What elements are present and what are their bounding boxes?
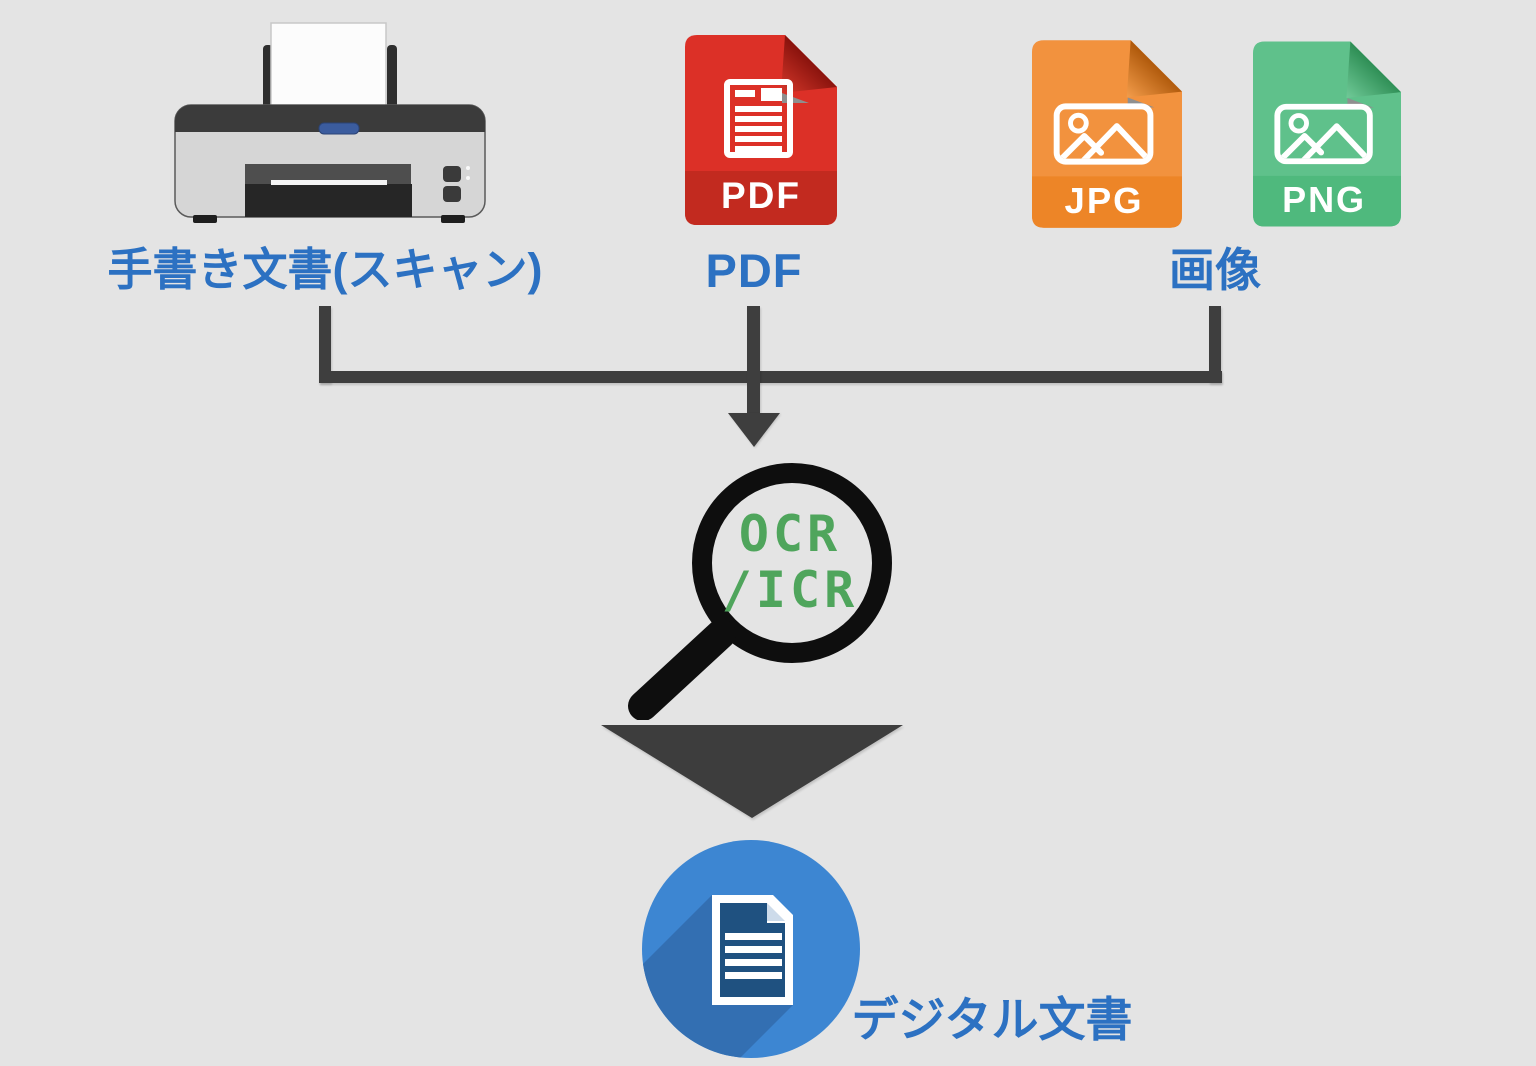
down-arrow-icon [728, 413, 780, 447]
png-badge-text: PNG [1282, 179, 1366, 220]
printer-icon [174, 22, 486, 223]
result-label-digital: デジタル文書 [851, 993, 1133, 1046]
source-label-handwritten: 手書き文書(スキャン) [107, 244, 543, 295]
connector-line-right [1209, 306, 1221, 383]
connector-bar [319, 371, 1222, 383]
connector-line-center [747, 306, 760, 414]
source-label-pdf: PDF [705, 244, 803, 297]
result-document-icon [642, 840, 860, 1058]
pdf-file-icon: PDF [685, 35, 837, 225]
magnifier-icon [628, 463, 892, 720]
ocr-label-line1: OCR [738, 505, 842, 563]
ocr-label-line2: /ICR [721, 561, 859, 619]
funnel-triangle [601, 725, 903, 818]
jpg-file-icon: JPG [1032, 40, 1182, 228]
jpg-badge-text: JPG [1065, 180, 1144, 221]
source-label-images: 画像 [1169, 244, 1261, 296]
connector-line-left [319, 306, 331, 383]
png-file-icon: PNG [1253, 41, 1401, 227]
pdf-badge-text: PDF [721, 175, 801, 216]
